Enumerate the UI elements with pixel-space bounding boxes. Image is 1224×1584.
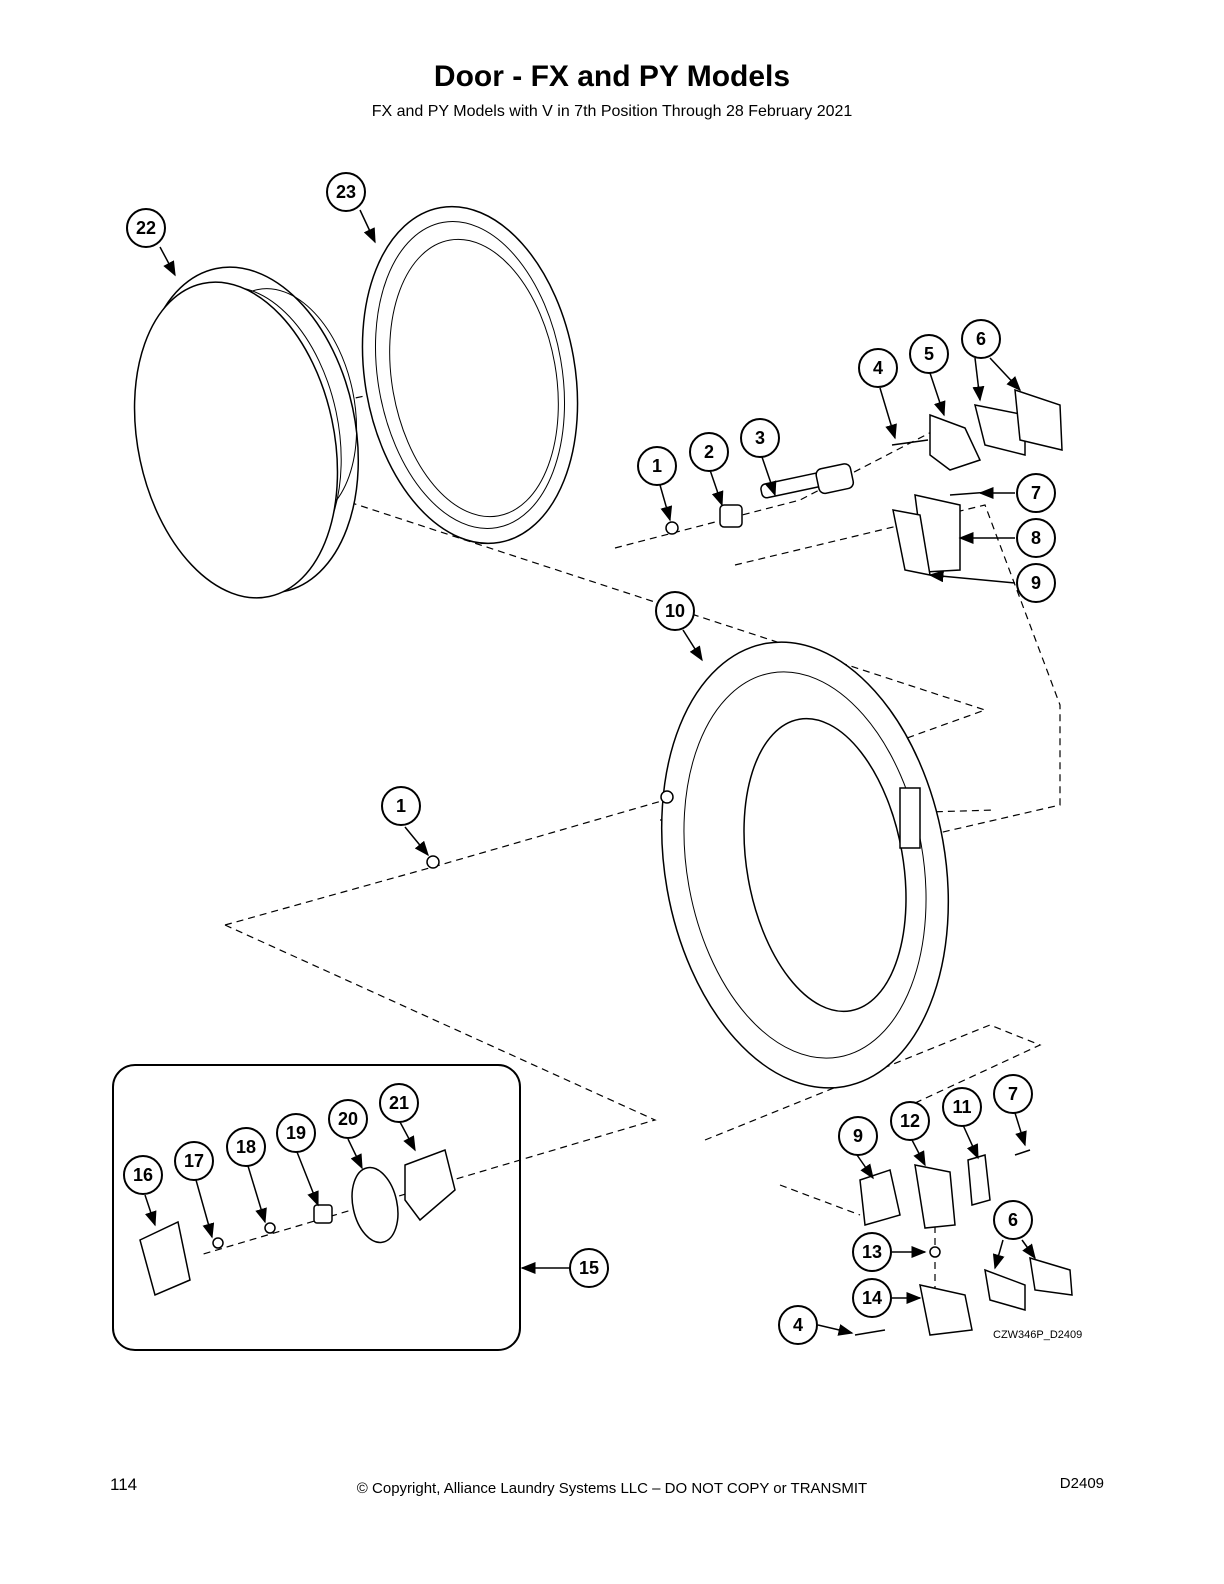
svg-text:7: 7: [1031, 483, 1041, 503]
svg-text:5: 5: [924, 344, 934, 364]
svg-text:2: 2: [704, 442, 714, 462]
svg-text:9: 9: [1031, 573, 1041, 593]
callout-3: 3: [740, 418, 780, 458]
callout-1-top: 1: [637, 446, 677, 486]
callout-13: 13: [852, 1232, 892, 1272]
drawing-code: CZW346P_D2409: [993, 1329, 1082, 1341]
callout-leaders: [144, 209, 1036, 1336]
callout-14: 14: [852, 1278, 892, 1318]
inset-box-15: [112, 1064, 521, 1351]
callout-5: 5: [909, 334, 949, 374]
svg-text:21: 21: [389, 1093, 409, 1113]
callout-11: 11: [942, 1087, 982, 1127]
svg-text:7: 7: [1008, 1084, 1018, 1104]
callout-17: 17: [174, 1141, 214, 1181]
svg-text:17: 17: [184, 1151, 204, 1171]
document-code: D2409: [1059, 1475, 1104, 1492]
svg-text:6: 6: [1008, 1210, 1018, 1230]
callout-9-top: 9: [1016, 563, 1056, 603]
callout-12: 12: [890, 1101, 930, 1141]
hardware-parts: [139, 388, 1073, 1336]
svg-text:23: 23: [336, 182, 356, 202]
svg-text:3: 3: [755, 428, 765, 448]
svg-text:1: 1: [396, 796, 406, 816]
callout-7-top: 7: [1016, 473, 1056, 513]
part-10-door-frame: [660, 641, 950, 1089]
callout-15: 15: [569, 1248, 609, 1288]
callout-8: 8: [1016, 518, 1056, 558]
callout-16: 16: [123, 1155, 163, 1195]
svg-text:10: 10: [665, 601, 685, 621]
callout-18: 18: [226, 1127, 266, 1167]
callout-23: 23: [326, 172, 366, 212]
callout-4-top: 4: [858, 348, 898, 388]
svg-text:4: 4: [873, 358, 883, 378]
svg-text:11: 11: [952, 1097, 971, 1117]
callout-20: 20: [328, 1099, 368, 1139]
callout-7-bottom: 7: [993, 1074, 1033, 1114]
callout-21: 21: [379, 1083, 419, 1123]
svg-text:16: 16: [133, 1165, 153, 1185]
part-23-ring: [361, 205, 579, 545]
callout-9-bottom: 9: [838, 1116, 878, 1156]
callout-6-top: 6: [961, 319, 1001, 359]
svg-text:14: 14: [862, 1288, 882, 1308]
copyright-notice: © Copyright, Alliance Laundry Systems LL…: [356, 1480, 868, 1497]
page-title: Door - FX and PY Models: [433, 60, 791, 93]
svg-text:13: 13: [862, 1242, 882, 1262]
svg-text:4: 4: [793, 1315, 803, 1335]
callout-6-bottom: 6: [993, 1200, 1033, 1240]
svg-text:15: 15: [579, 1258, 599, 1278]
svg-text:12: 12: [900, 1111, 920, 1131]
svg-text:8: 8: [1031, 528, 1041, 548]
page-subtitle: FX and PY Models with V in 7th Position …: [371, 103, 853, 120]
svg-text:6: 6: [976, 329, 986, 349]
callout-19: 19: [276, 1113, 316, 1153]
page-number: 114: [110, 1475, 138, 1494]
callout-22: 22: [126, 208, 166, 248]
svg-text:20: 20: [338, 1109, 358, 1129]
svg-text:9: 9: [853, 1126, 863, 1146]
callout-1-middle: 1: [381, 786, 421, 826]
callout-2: 2: [689, 432, 729, 472]
callout-10: 10: [655, 591, 695, 631]
svg-text:18: 18: [236, 1137, 256, 1157]
svg-text:22: 22: [136, 218, 156, 238]
part-22-gasket: [133, 266, 360, 599]
svg-text:19: 19: [286, 1123, 306, 1143]
callout-4-bottom: 4: [778, 1305, 818, 1345]
svg-text:1: 1: [652, 456, 662, 476]
